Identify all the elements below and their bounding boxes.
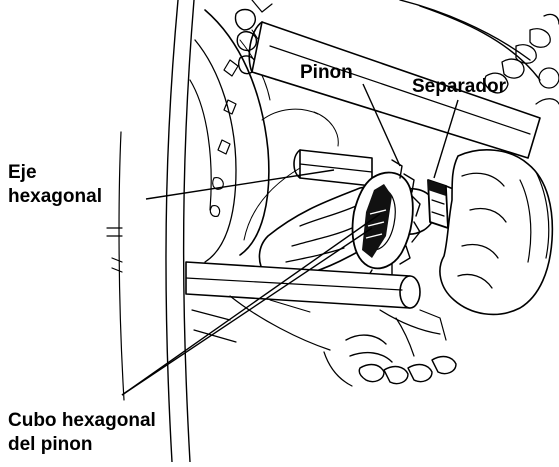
- label-cubo-line2: del pinon: [8, 434, 92, 456]
- label-pinon: Pinon: [300, 62, 353, 84]
- leader-eje: [146, 170, 334, 199]
- label-separador: Separador: [412, 76, 506, 98]
- frame-rails: [107, 0, 194, 462]
- right-hand: [440, 150, 552, 315]
- lower-chain: [324, 310, 456, 386]
- lower-tube: [186, 262, 420, 308]
- label-cubo-line1: Cubo hexagonal: [8, 410, 156, 432]
- label-eje-line2: hexagonal: [8, 186, 102, 208]
- hexagonal-shaft: [294, 150, 372, 186]
- label-eje-line1: Eje: [8, 162, 37, 184]
- leader-cubo: [122, 228, 372, 395]
